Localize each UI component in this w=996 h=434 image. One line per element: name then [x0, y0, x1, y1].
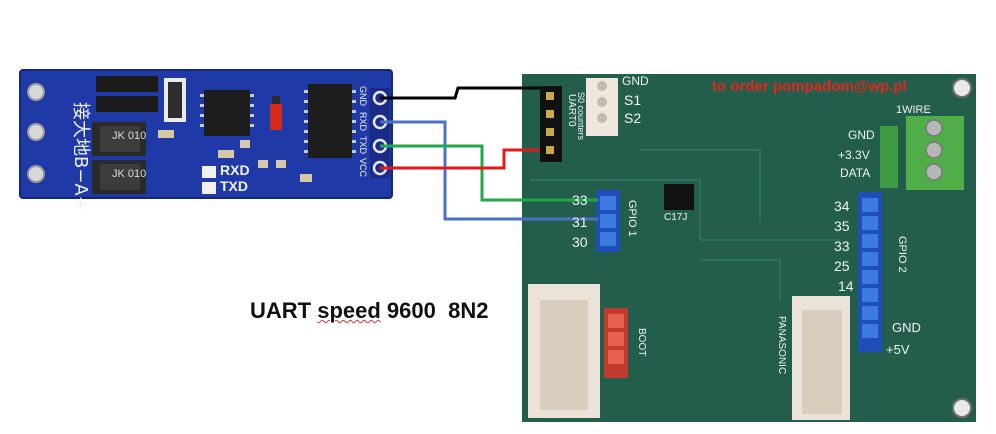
led-label-rxd: RXD [220, 162, 250, 178]
gpio2-pin-35: 35 [834, 218, 850, 234]
wire-rxd [380, 120, 598, 221]
c17j-chip [664, 184, 694, 210]
led-txd [202, 182, 216, 194]
terminal-hole-2 [27, 123, 45, 141]
gpio1-pin-31: 31 [572, 214, 588, 230]
led-label-txd: TXD [220, 178, 248, 194]
rs485-converter-board: 接大地B−A+ [19, 69, 393, 211]
wire-vcc [380, 148, 540, 170]
order-contact-text: to order pompadom@wp.pl [712, 78, 907, 95]
gpio1-pin-33: 33 [572, 192, 588, 208]
terminal-label-cn: 接大地B−A+ [70, 102, 91, 211]
interface-chip [308, 84, 352, 158]
wire-txd [380, 144, 598, 202]
gpio1-pin-30: 30 [572, 234, 588, 250]
uart0-header [540, 86, 562, 162]
wires [380, 86, 598, 221]
uart-speed-caption: UART speed 9600 8N2 [250, 298, 488, 324]
onewire-pin-gnd: GND [848, 128, 875, 142]
transceiver-chip [204, 90, 250, 136]
s0-pin-gnd: GND [622, 74, 649, 88]
onewire-label: 1WIRE [896, 104, 931, 116]
controller-board [522, 74, 976, 422]
mount-hole-bottom [952, 398, 972, 418]
wire-gnd [380, 86, 540, 100]
gpio1-label: GPIO 1 [626, 200, 638, 237]
s0-pin-s2: S2 [624, 110, 642, 126]
caption-prefix: UART [250, 298, 318, 323]
s0-counters-label: S0 counters [576, 92, 586, 141]
boot-label: BOOT [636, 328, 647, 357]
s0-pin-s1: S1 [624, 92, 642, 108]
pin-label-txd: TXD [358, 136, 368, 154]
uart0-label: UART0 [566, 94, 577, 127]
caption-underlined-word: speed [317, 298, 381, 323]
terminal-hole-1 [27, 83, 45, 101]
power-pin-5v: +5V [886, 342, 910, 357]
c17j-label: C17J [664, 212, 688, 223]
mount-hole-top [952, 78, 972, 98]
pin-label-gnd: GND [358, 86, 368, 106]
onewire-pin-data: DATA [840, 166, 871, 180]
pin-label-vcc: VCC [358, 158, 368, 178]
chip-label-2: JK 010 [112, 168, 147, 180]
gpio2-label: GPIO 2 [896, 236, 908, 273]
pin-label-rxd: RXD [358, 112, 368, 132]
gpio2-pin-25: 25 [834, 258, 850, 274]
gpio2-pin-34: 34 [834, 198, 850, 214]
onewire-pin-3v3: +3.3V [838, 148, 870, 162]
power-pin-gnd: GND [892, 320, 921, 335]
led-rxd [202, 166, 216, 178]
chip-label-1: JK 010 [112, 130, 147, 142]
panasonic-label: PANASONIC [776, 316, 787, 375]
terminal-hole-3 [27, 165, 45, 183]
gpio2-pin-33: 33 [834, 238, 850, 254]
gpio2-pin-14: 14 [838, 278, 854, 294]
caption-suffix: 9600 8N2 [380, 298, 489, 323]
